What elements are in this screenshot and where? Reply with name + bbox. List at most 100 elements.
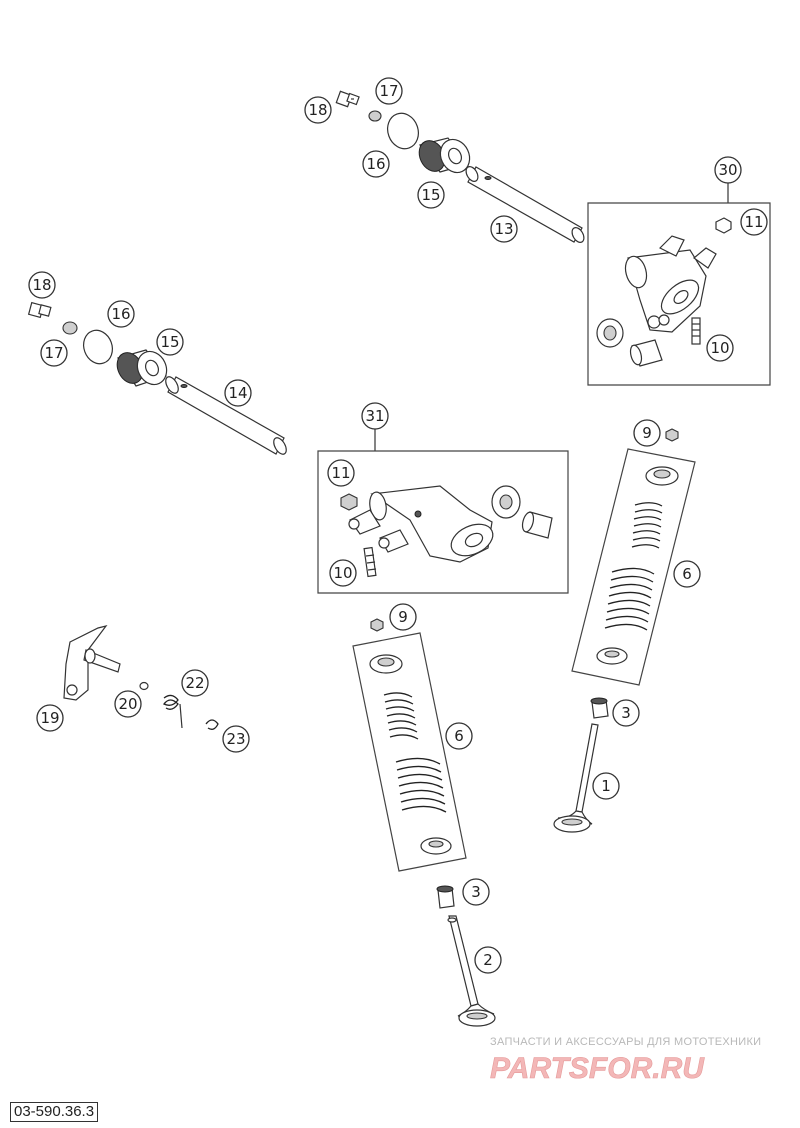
svg-text:23: 23 xyxy=(226,730,245,748)
callout-15: 15 xyxy=(156,328,184,356)
callout-19: 19 xyxy=(36,704,64,732)
valve-spring-kit-left xyxy=(352,618,467,872)
o-ring-16-left xyxy=(83,329,113,365)
valve-seal-3-lower xyxy=(436,885,455,909)
valve-2 xyxy=(447,915,496,1027)
svg-text:15: 15 xyxy=(160,333,179,351)
callout-10: 10 xyxy=(329,559,357,587)
svg-text:6: 6 xyxy=(682,565,692,583)
bushing-15-upper xyxy=(418,137,471,174)
nut-11-box30 xyxy=(715,217,732,234)
inner-spring-right xyxy=(631,502,663,549)
callout-1: 1 xyxy=(592,772,620,800)
seat-right xyxy=(596,647,628,665)
callout-30: 30 xyxy=(714,156,742,184)
svg-text:11: 11 xyxy=(744,213,763,231)
callout-16: 16 xyxy=(362,150,390,178)
valve-spring-kit-right xyxy=(571,428,696,686)
inner-spring-left xyxy=(383,692,419,740)
svg-text:2: 2 xyxy=(483,951,493,969)
screw-10-box30 xyxy=(691,317,701,345)
callout-17: 17 xyxy=(40,339,68,367)
callout-15: 15 xyxy=(417,181,445,209)
svg-text:18: 18 xyxy=(308,101,327,119)
rocker-arm-30 xyxy=(624,235,717,333)
callout-3: 3 xyxy=(612,699,640,727)
callout-6: 6 xyxy=(673,560,701,588)
bushing-box31 xyxy=(491,485,521,519)
svg-text:3: 3 xyxy=(471,883,481,901)
svg-text:10: 10 xyxy=(710,339,729,357)
callout-14: 14 xyxy=(224,379,252,407)
svg-text:3: 3 xyxy=(621,704,631,722)
watermark: ЗАПЧАСТИ И АКСЕССУАРЫ ДЛЯ МОТОТЕХНИКИ PA… xyxy=(490,1036,761,1085)
retainer-left xyxy=(369,654,403,674)
retainer-right xyxy=(645,466,679,486)
svg-text:31: 31 xyxy=(365,407,384,425)
washer-17-upper xyxy=(368,110,382,122)
svg-text:20: 20 xyxy=(118,695,137,713)
decompression-lever-19 xyxy=(63,625,121,701)
svg-text:9: 9 xyxy=(398,608,408,626)
svg-text:16: 16 xyxy=(366,155,385,173)
callout-17: 17 xyxy=(375,77,403,105)
screw-10-box31 xyxy=(363,546,377,578)
svg-text:17: 17 xyxy=(379,82,398,100)
sleeve-box31 xyxy=(521,511,553,539)
svg-text:14: 14 xyxy=(228,384,247,402)
callout-31: 31 xyxy=(361,402,389,430)
callout-18: 18 xyxy=(28,271,56,299)
seat-left xyxy=(420,837,452,855)
upper-shaft-group xyxy=(335,90,585,243)
rocker-arm-31 xyxy=(348,485,494,563)
washer-17-left xyxy=(62,321,78,335)
svg-text:17: 17 xyxy=(44,344,63,362)
bolt-18-upper xyxy=(335,90,360,108)
callout-6: 6 xyxy=(445,722,473,750)
callout-9: 9 xyxy=(633,419,661,447)
collet-9-left xyxy=(370,618,384,632)
document-number: 03-590.36.3 xyxy=(10,1102,99,1122)
sleeve-box30 xyxy=(629,339,663,367)
callout-18: 18 xyxy=(304,96,332,124)
valve-seal-3-upper xyxy=(590,697,609,719)
watermark-logo: PARTSFOR.RU xyxy=(490,1052,705,1085)
bushing-box30 xyxy=(596,318,624,348)
svg-text:11: 11 xyxy=(331,464,350,482)
bushing-15-left xyxy=(116,349,168,387)
callout-13: 13 xyxy=(490,215,518,243)
svg-text:1: 1 xyxy=(601,777,611,795)
svg-text:10: 10 xyxy=(333,564,352,582)
callout-3: 3 xyxy=(462,878,490,906)
ring-23 xyxy=(205,719,219,730)
callout-16: 16 xyxy=(107,300,135,328)
left-shaft-group xyxy=(27,301,287,455)
callout-20: 20 xyxy=(114,690,142,718)
shaft-13 xyxy=(465,166,585,243)
rocker-arm-assembly-30 xyxy=(587,183,771,386)
o-ring-16-upper xyxy=(387,112,419,150)
collet-9-right xyxy=(665,428,679,442)
outer-spring-right xyxy=(604,567,655,631)
svg-text:15: 15 xyxy=(421,186,440,204)
shaft-14 xyxy=(165,376,287,455)
callout-11: 11 xyxy=(740,208,768,236)
svg-text:9: 9 xyxy=(642,424,652,442)
svg-text:19: 19 xyxy=(40,709,59,727)
svg-text:22: 22 xyxy=(185,674,204,692)
svg-text:18: 18 xyxy=(32,276,51,294)
rocker-arm-assembly-31 xyxy=(317,428,569,594)
callout-9: 9 xyxy=(389,603,417,631)
valve-1 xyxy=(553,723,599,833)
bolt-18-left xyxy=(27,301,52,319)
callout-2: 2 xyxy=(474,946,502,974)
svg-text:30: 30 xyxy=(718,161,737,179)
svg-text:16: 16 xyxy=(111,305,130,323)
svg-text:13: 13 xyxy=(494,220,513,238)
nut-11-box31 xyxy=(340,493,358,511)
spring-22 xyxy=(163,694,183,729)
svg-text:6: 6 xyxy=(454,727,464,745)
watermark-tagline: ЗАПЧАСТИ И АКСЕССУАРЫ ДЛЯ МОТОТЕХНИКИ xyxy=(490,1036,761,1048)
callout-23: 23 xyxy=(222,725,250,753)
